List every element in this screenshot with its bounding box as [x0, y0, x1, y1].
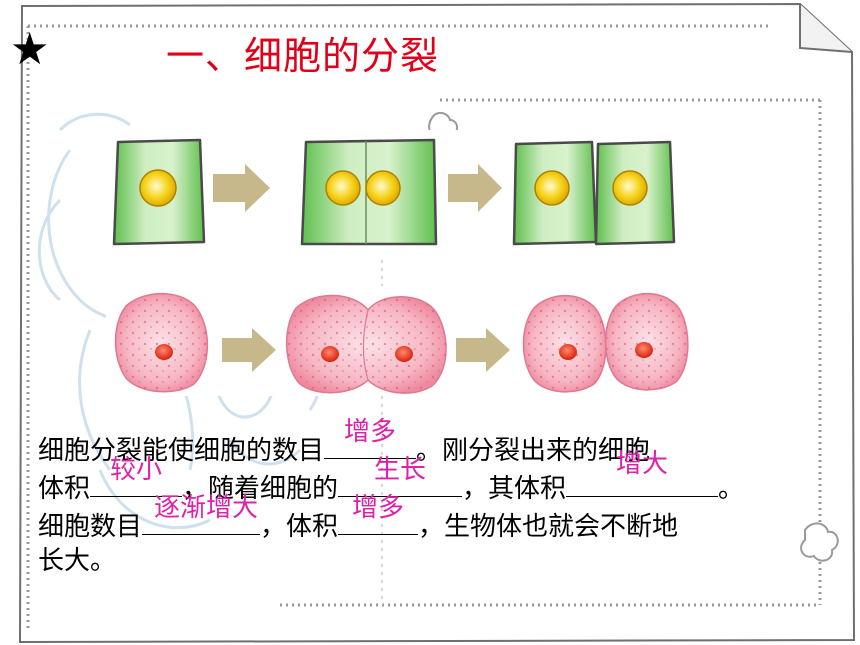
- answer-text: 增大: [616, 449, 669, 479]
- answer-blank-1: 增多: [324, 418, 417, 459]
- text-line-3: 细胞数目逐渐增大，体积增多，生物体也就会不断地: [38, 493, 679, 542]
- arrow-icon: [456, 328, 510, 372]
- answer-blank-3: 生长: [338, 456, 463, 497]
- answer-text: 逐渐增大: [154, 493, 259, 523]
- arrow-icon: [222, 328, 276, 372]
- arrow-icon: [213, 164, 270, 212]
- answer-text: 增多: [344, 417, 397, 447]
- answer-blank-5: 逐渐增大: [142, 494, 261, 535]
- text-line-1: 细胞分裂能使细胞的数目增多。刚分裂出来的细胞: [38, 417, 651, 466]
- answer-text: 增多: [352, 493, 405, 523]
- animal-cell-stage-3: [522, 293, 689, 393]
- text-line-2: 体积较小，随着细胞的生长，其体积增大。: [38, 449, 745, 504]
- page-title: 一、细胞的分裂: [166, 34, 440, 78]
- star-icon: ★: [10, 24, 50, 75]
- animal-cell-stage-1: [114, 293, 208, 393]
- answer-text: 生长: [374, 455, 427, 485]
- text-line-4: 长大。: [38, 546, 117, 576]
- animal-cell-stage-2: [286, 294, 447, 394]
- answer-blank-2: 较小: [90, 456, 183, 497]
- plant-cell-stage-1: [112, 138, 206, 246]
- answer-blank-4: 增大: [566, 450, 719, 497]
- plant-cell-stage-2: [300, 138, 438, 246]
- answer-text: 较小: [110, 455, 163, 485]
- exercise-text: 细胞分裂能使细胞的数目增多。刚分裂出来的细胞 体积较小，随着细胞的生长，其体积增…: [38, 417, 818, 580]
- animal-cell-division-diagram: [106, 286, 696, 396]
- answer-blank-6: 增多: [338, 494, 419, 535]
- arrow-icon: [448, 164, 502, 212]
- plant-cell-stage-3: [512, 140, 676, 246]
- plant-cell-division-diagram: [100, 130, 690, 252]
